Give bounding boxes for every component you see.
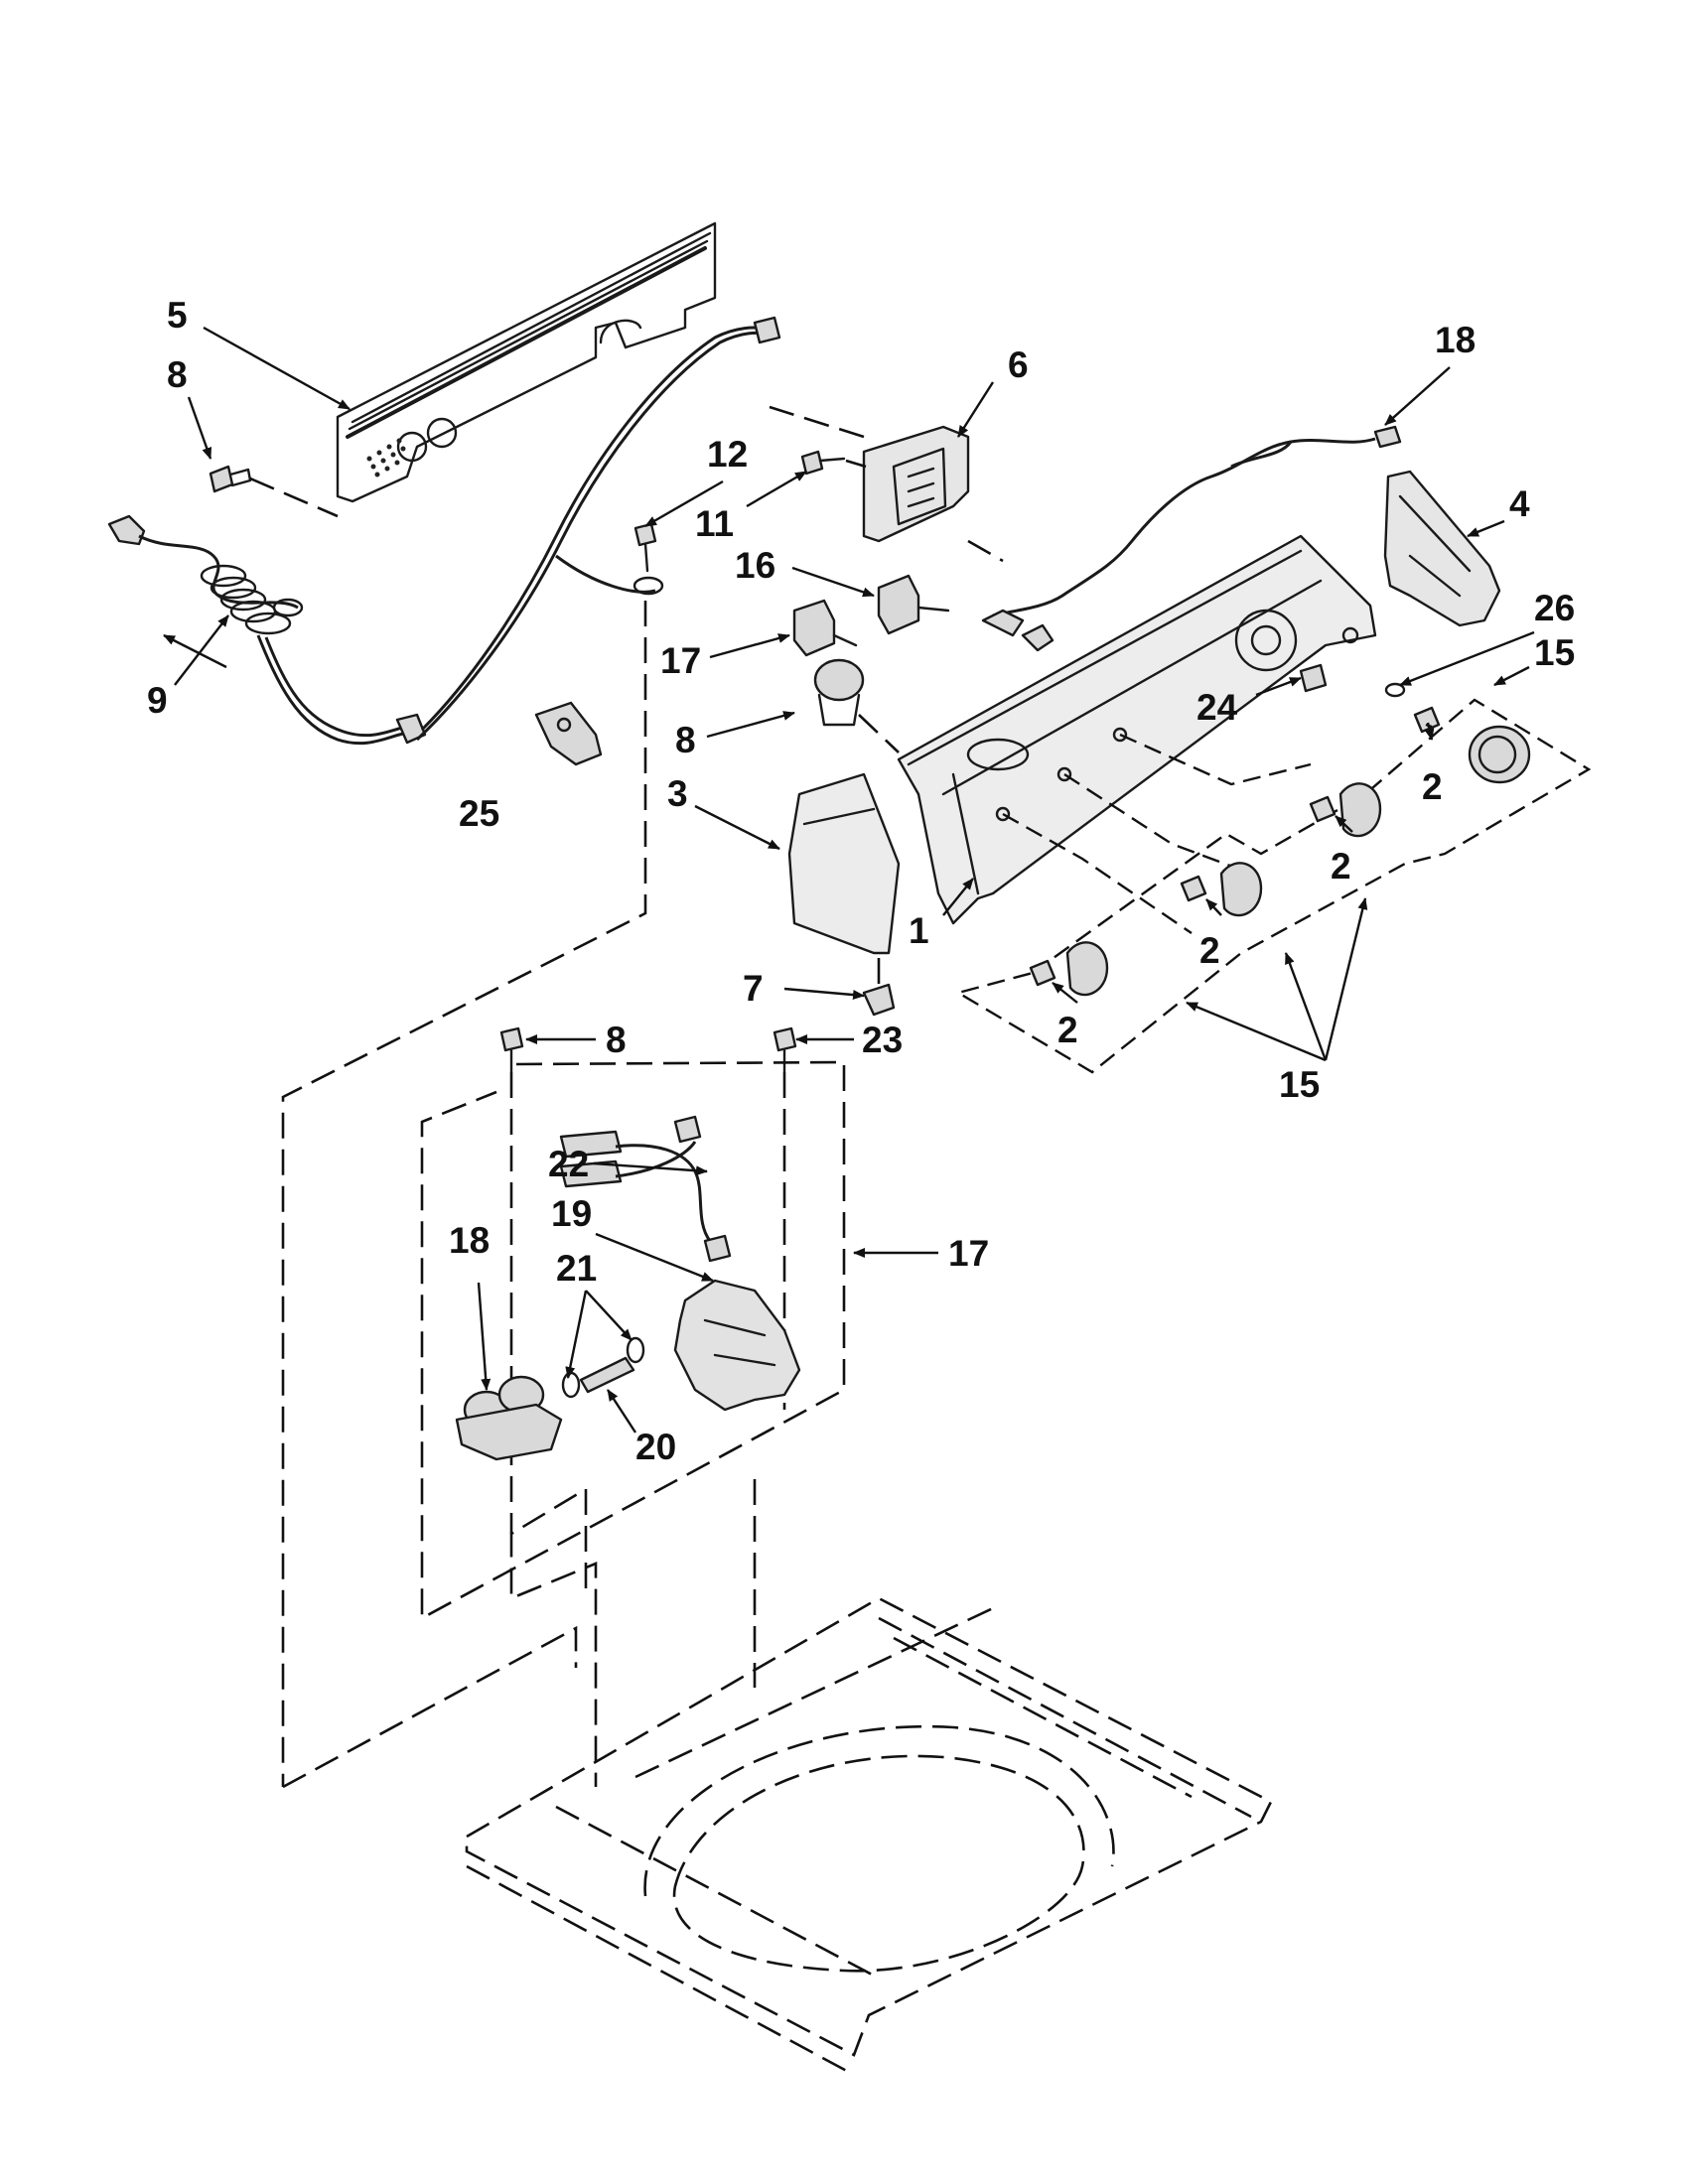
part-22-harness [559,1115,732,1263]
callout-14: 15 [1279,1064,1320,1105]
callout-2-right: 2 [1422,766,1443,807]
part-3-side-trim [787,772,901,993]
part-5-clip [862,983,896,1017]
callout-15-upper: 16 [735,545,775,586]
callout-19: 19 [551,1193,592,1234]
washer-top-base [465,1596,1273,2077]
callout-4: 4 [1509,483,1530,524]
callout-10: 11 [695,503,734,544]
callout-2-left: 2 [1057,1010,1078,1050]
part-7-rear-panel [336,221,717,503]
callout-24: 24 [1196,687,1238,728]
callout-2-mid: 2 [1199,930,1220,971]
callout-22: 22 [548,1144,589,1184]
callout-23: 23 [862,1020,903,1060]
callout-17-number: 17 [948,1233,989,1274]
callout-8-lower-label: 8 [606,1020,627,1060]
part-17-valve-assembly-outline [420,1060,846,1621]
callout-6: 6 [1008,344,1029,385]
part-11-power-cord [107,316,781,746]
callout-labels: 5 8 9 12 6 11 18 4 16 17 26 15 24 8 3 25… [147,295,1575,1467]
part-8-screw-upper [209,465,339,518]
callout-25: 25 [459,793,499,834]
callout-20: 20 [635,1427,676,1467]
leader-lines [163,326,1535,1433]
part-19-dispenser [673,1279,801,1412]
callout-18-number: 18 [449,1220,490,1261]
part-12-ground-screw [281,522,664,1787]
part-1-console [897,534,1377,925]
callout-12: 12 [707,434,748,475]
callout-2-mid-right: 2 [1331,846,1351,887]
callout-9: 8 [675,720,696,760]
part-20-hose [579,1356,635,1394]
callout-15-lower: 17 [660,640,701,681]
part-10-screw [800,450,867,476]
part-15-switch-upper [877,574,950,635]
callout-5: 7 [743,968,764,1009]
part-18-water-valve [455,1375,563,1461]
part-24-spacer [1299,663,1328,693]
part-15-switch-lower [792,599,858,657]
vent-holes [366,438,406,478]
callout-3: 3 [667,773,688,814]
callout-1: 1 [909,910,929,951]
callout-21: 21 [556,1248,597,1289]
part-16-wire-harness [981,425,1402,652]
part-25-clip [534,701,603,766]
callout-26: 26 [1534,588,1575,628]
part-9-pressure-switch [813,658,900,753]
callout-8-upper: 8 [167,354,188,395]
knob-assembly [954,698,1592,1074]
callout-7: 5 [167,295,188,336]
part-26-washer [1384,682,1406,698]
callout-11: 9 [147,680,168,721]
callout-16: 18 [1435,320,1476,360]
part-6-control-board [769,405,1004,563]
part-4-end-cap [1383,470,1501,627]
callout-13: 15 [1534,632,1575,673]
